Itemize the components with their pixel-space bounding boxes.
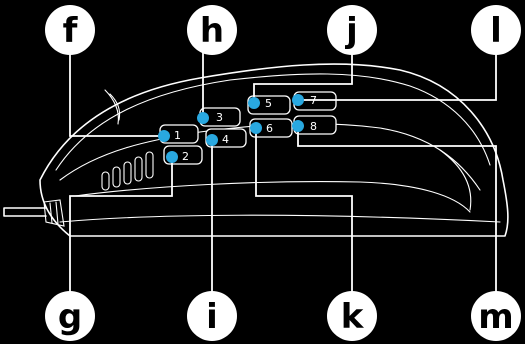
callout-h: h [187, 5, 237, 55]
grip-vent [145, 151, 154, 179]
marker-dot-1 [158, 130, 170, 142]
marker-dot-2 [166, 151, 178, 163]
mouse-rear-curve [439, 149, 472, 211]
callout-g: g [45, 291, 95, 341]
callout-label-m: m [478, 297, 513, 337]
marker-dot-5 [248, 97, 260, 109]
button-markers [158, 94, 304, 163]
leader-line-f [69, 52, 164, 137]
button-numbers: 1 2 3 4 5 6 7 8 [174, 94, 317, 163]
marker-dot-7 [292, 94, 304, 106]
button-number-8: 8 [310, 120, 317, 133]
grip-vent [123, 161, 132, 185]
button-number-5: 5 [265, 97, 272, 110]
mouse-cable-strain-relief [43, 199, 65, 227]
leader-line-m [297, 126, 497, 292]
marker-dot-6 [250, 122, 262, 134]
callout-l: l [471, 5, 521, 55]
mouse-cable [3, 207, 47, 217]
leader-lines [69, 52, 497, 292]
callout-label-g: g [58, 297, 82, 337]
callout-f: f [45, 5, 95, 55]
mouse-base-line [59, 214, 501, 223]
leader-line-l [298, 52, 497, 101]
button-number-4: 4 [222, 133, 229, 146]
callout-label-l: l [490, 11, 502, 51]
grip-vent [112, 166, 121, 188]
leader-line-g [69, 157, 173, 292]
leader-line-k [255, 128, 353, 292]
mouse-outer-outline [39, 63, 509, 237]
marker-dot-8 [292, 120, 304, 132]
callout-label-i: i [206, 297, 218, 337]
button-number-1: 1 [174, 129, 181, 142]
button-number-7: 7 [310, 94, 317, 107]
marker-dot-4 [206, 134, 218, 146]
button-number-6: 6 [266, 122, 273, 135]
callout-label-k: k [341, 297, 365, 337]
callout-label-j: j [344, 11, 358, 51]
callout-k: k [327, 291, 377, 341]
marker-dot-3 [197, 112, 209, 124]
callout-j: j [327, 5, 377, 55]
mouse-scroll-wheel [104, 89, 121, 125]
mouse-side-line [74, 181, 471, 213]
callout-i: i [187, 291, 237, 341]
mouse-body [3, 63, 509, 237]
callout-m: m [471, 291, 521, 341]
callout-label-h: h [200, 11, 224, 51]
mouse-top-shell [55, 73, 491, 171]
button-number-2: 2 [182, 150, 189, 163]
callout-label-f: f [63, 11, 79, 51]
grip-vent [101, 171, 110, 191]
grip-vent [134, 156, 143, 182]
leader-line-j [253, 52, 353, 103]
button-number-3: 3 [216, 111, 223, 124]
grip-vents [101, 151, 154, 191]
